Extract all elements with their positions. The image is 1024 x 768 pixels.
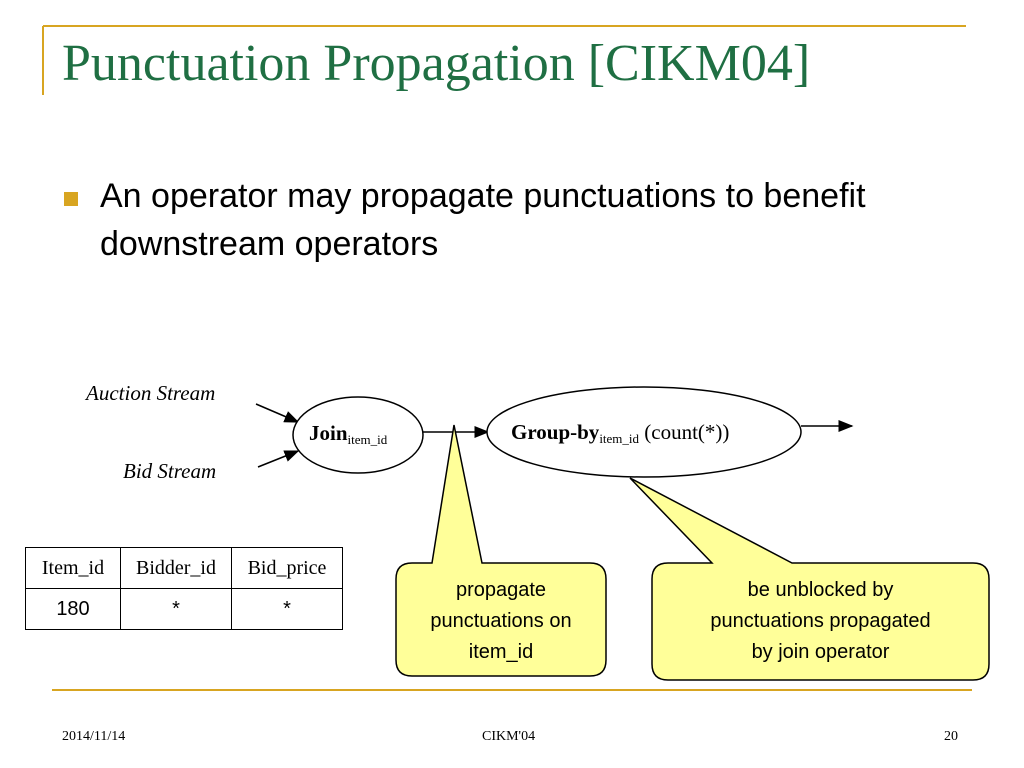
- header-item-id: Item_id: [25, 547, 121, 589]
- groupby-suffix: (count(*)): [639, 420, 730, 444]
- auction-stream-label: Auction Stream: [86, 381, 216, 405]
- groupby-name: Group-by: [511, 420, 600, 444]
- groupby-label: Group-byitem_id (count(*)): [511, 420, 729, 447]
- slide-title: Punctuation Propagation [CIKM04]: [62, 35, 811, 92]
- header-bidder-id: Bidder_id: [120, 547, 232, 589]
- callout-unblocked: [629, 477, 990, 681]
- table-header-row: Item_id Bidder_id Bid_price: [25, 547, 343, 589]
- join-label: Joinitem_id: [309, 421, 387, 448]
- table-row: 180 * *: [25, 588, 343, 630]
- callout-right-line-1: be unblocked by: [747, 579, 894, 601]
- footer-date: 2014/11/14: [62, 729, 126, 744]
- join-subscript: item_id: [347, 432, 388, 447]
- bullet-text: An operator may propagate punctuations t…: [100, 177, 866, 263]
- groupby-subscript: item_id: [599, 431, 640, 446]
- bullet-square-icon: [64, 192, 78, 206]
- callout-propagate: [395, 424, 607, 677]
- cell-bidder-id: *: [120, 588, 232, 630]
- bid-stream-label: Bid Stream: [123, 459, 217, 483]
- callout-right-line-3: by join operator: [751, 641, 890, 663]
- auction-stream-arrow: [255, 403, 300, 423]
- cell-item-id: 180: [25, 588, 121, 630]
- header-bid-price: Bid_price: [231, 547, 343, 589]
- footer-page-number: 20: [944, 729, 958, 744]
- callout-propagate-text: propagate punctuations on item_id: [398, 575, 604, 668]
- cell-bid-price: *: [231, 588, 343, 630]
- bid-stream-arrow: [257, 450, 300, 468]
- callout-left-line-1: propagate: [455, 579, 547, 601]
- callout-right-line-2: punctuations propagated: [710, 610, 931, 632]
- callout-unblocked-text: be unblocked by punctuations propagated …: [654, 575, 987, 668]
- callout-left-line-3: item_id: [468, 641, 534, 663]
- join-name: Join: [309, 421, 348, 445]
- groupby-node: [486, 386, 802, 478]
- join-node: [292, 396, 424, 474]
- callout-left-line-2: punctuations on: [430, 610, 572, 632]
- footer-center: CIKM'04: [482, 729, 536, 744]
- punctuation-table: Item_id Bidder_id Bid_price 180 * *: [25, 547, 343, 630]
